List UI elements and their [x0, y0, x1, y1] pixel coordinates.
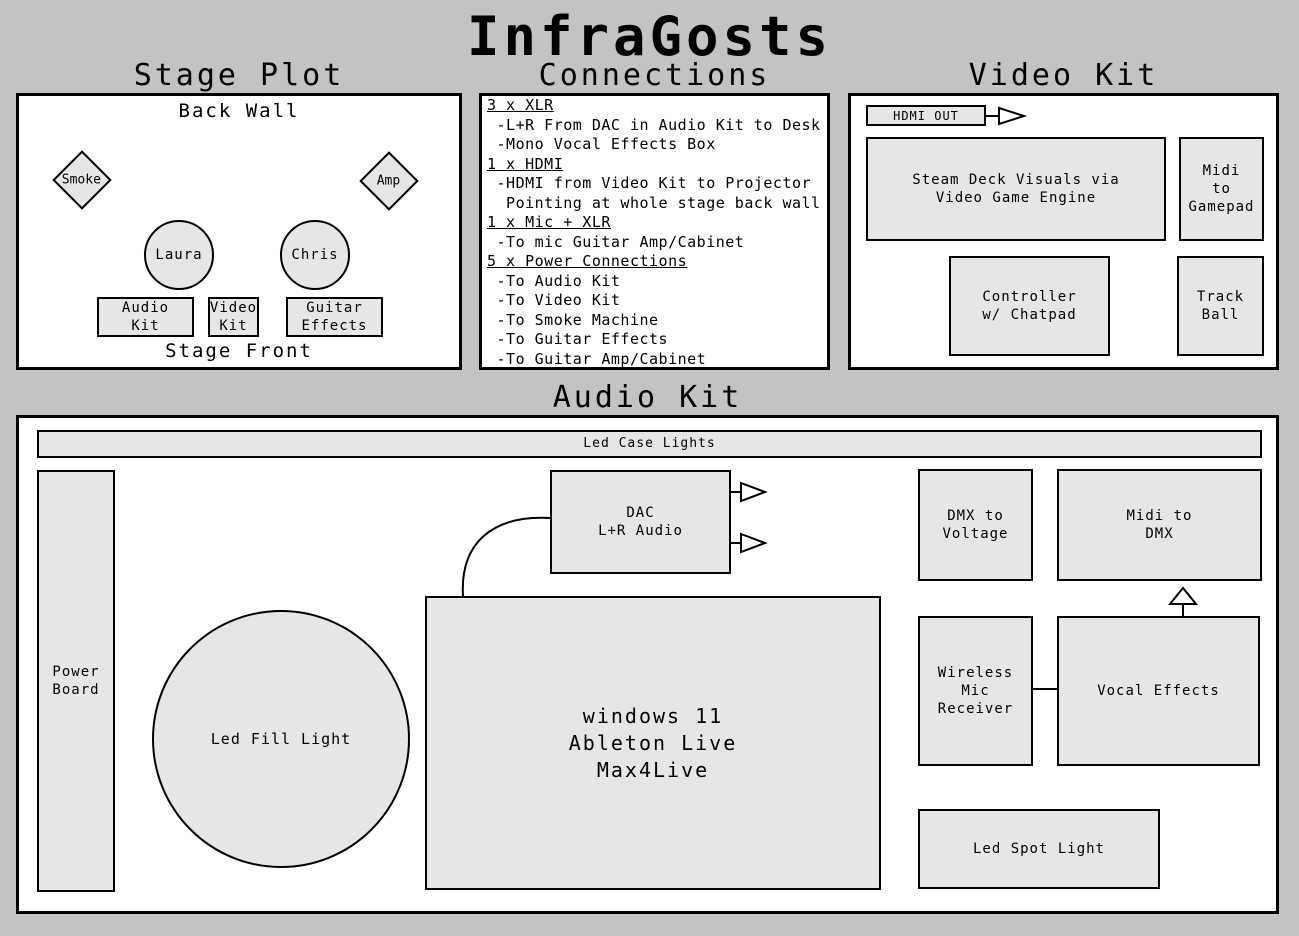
- connection-item: -L+R From DAC in Audio Kit to Desk: [487, 115, 821, 134]
- stage-audio-kit: Audio Kit: [97, 297, 194, 337]
- midi-to-gamepad: Midi to Gamepad: [1179, 137, 1264, 241]
- led-case-lights: Led Case Lights: [37, 430, 1262, 458]
- connection-item: Pointing at whole stage back wall: [487, 193, 821, 212]
- dmx-to-voltage: DMX to Voltage: [918, 469, 1033, 581]
- audio-kit-heading: Audio Kit: [552, 380, 743, 415]
- chris-position: Chris: [280, 220, 350, 290]
- page-title: InfraGosts: [466, 5, 833, 68]
- connections-heading: Connections: [538, 58, 771, 93]
- stage-guitar-effects: Guitar Effects: [286, 297, 383, 337]
- led-fill-light: Led Fill Light: [152, 610, 410, 868]
- back-wall-label: Back Wall: [178, 100, 300, 122]
- midi-to-dmx: Midi to DMX: [1057, 469, 1262, 581]
- connection-header: 1 x HDMI: [487, 154, 564, 173]
- connection-item: -Mono Vocal Effects Box: [487, 135, 716, 153]
- connection-item: -To Smoke Machine: [487, 310, 659, 329]
- stage-front-label: Stage Front: [165, 340, 313, 362]
- steam-deck: Steam Deck Visuals via Video Game Engine: [866, 137, 1166, 241]
- power-board: Power Board: [37, 470, 115, 892]
- vocal-to-midi-arrow: [1167, 586, 1199, 616]
- video-kit-heading: Video Kit: [968, 58, 1159, 93]
- computer: windows 11 Ableton Live Max4Live: [425, 596, 881, 890]
- laura-position: Laura: [144, 220, 214, 290]
- vocal-effects: Vocal Effects: [1057, 616, 1260, 766]
- connection-header: 5 x Power Connections: [487, 252, 688, 270]
- hdmi-out: HDMI OUT: [866, 105, 986, 126]
- dac: DAC L+R Audio: [550, 470, 731, 574]
- connection-item: -To Guitar Amp/Cabinet: [487, 349, 707, 368]
- stage-plot-heading: Stage Plot: [133, 58, 345, 93]
- dac-output-arrow-right: [731, 532, 768, 554]
- connection-item: -To Video Kit: [487, 291, 621, 309]
- connection-item: -To Audio Kit: [487, 271, 621, 290]
- controller: Controller w/ Chatpad: [949, 256, 1110, 356]
- connection-item: -To Guitar Effects: [487, 330, 669, 348]
- stage-video-kit: Video Kit: [208, 297, 259, 337]
- connections-list: 3 x XLR -L+R From DAC in Audio Kit to De…: [487, 96, 827, 369]
- led-spot-light: Led Spot Light: [918, 809, 1160, 889]
- trackball: Track Ball: [1177, 256, 1264, 356]
- connection-item: -To mic Guitar Amp/Cabinet: [487, 232, 745, 251]
- hdmi-out-arrow: [986, 106, 1028, 126]
- connection-header: 1 x Mic + XLR: [487, 213, 611, 231]
- connection-item: -HDMI from Video Kit to Projector: [487, 174, 812, 192]
- wireless-mic-receiver: Wireless Mic Receiver: [918, 616, 1033, 766]
- connection-header: 3 x XLR: [487, 96, 554, 114]
- dac-computer-cable: [461, 516, 551, 597]
- connections-panel: [479, 93, 830, 370]
- dac-output-arrow-left: [731, 481, 768, 503]
